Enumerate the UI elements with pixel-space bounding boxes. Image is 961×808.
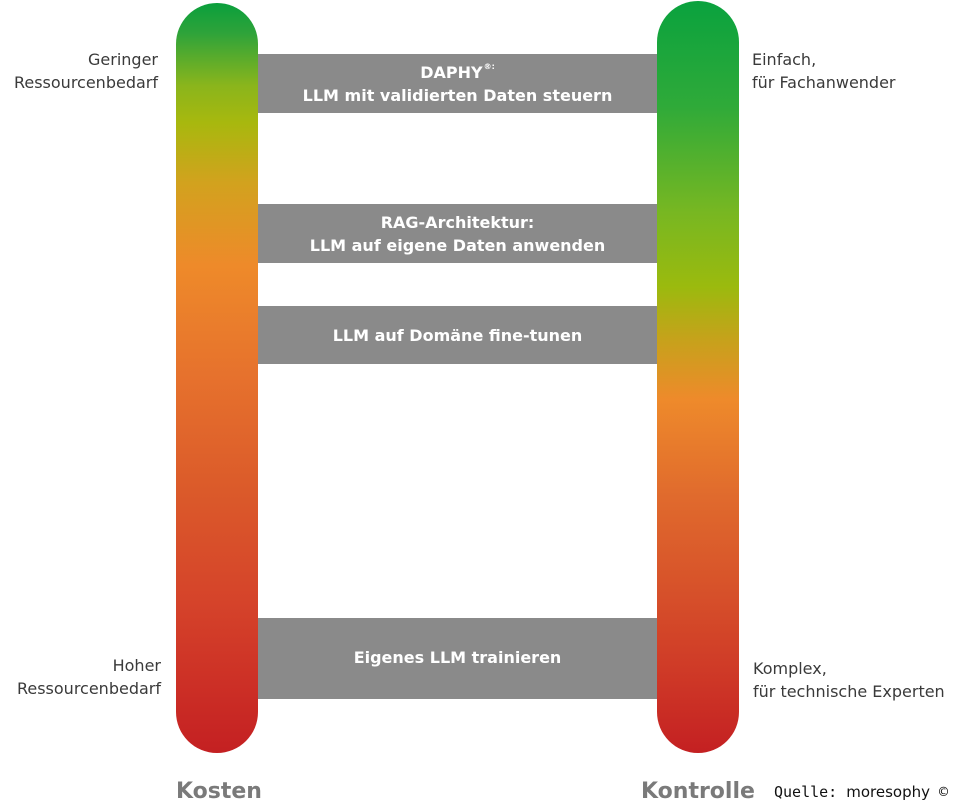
source-credit: Quelle: moresophy © — [774, 781, 948, 803]
left-top-label: Geringer Ressourcenbedarf — [14, 48, 158, 94]
right-bottom-label: Komplex, für technische Experten — [753, 657, 945, 703]
cost-axis-title: Kosten — [176, 779, 262, 804]
cost-gradient-bar — [176, 3, 258, 753]
rung-train-own: Eigenes LLM trainieren — [258, 618, 657, 699]
rung-train-own-title: Eigenes LLM trainieren — [353, 647, 562, 667]
right-bottom-label-line1: Komplex, — [753, 659, 827, 678]
right-top-label-line2: für Fachanwender — [752, 73, 896, 92]
left-top-label-line2: Ressourcenbedarf — [13, 73, 158, 92]
rung-fine-tune-title: LLM auf Domäne fine-tunen — [332, 325, 583, 345]
registered-mark: ®: — [483, 61, 495, 71]
right-top-label-line1: Einfach, — [752, 50, 817, 69]
rung-daphy-title-line: DAPHY®: — [420, 61, 495, 84]
rung-daphy-subtitle: LLM mit validierten Daten steuern — [302, 85, 613, 105]
rung-rag-subtitle: LLM auf eigene Daten anwenden — [309, 235, 606, 255]
right-top-label: Einfach, für Fachanwender — [752, 48, 896, 94]
left-bottom-label-line2: Ressourcenbedarf — [16, 679, 161, 698]
source-brand: moresophy — [846, 783, 931, 801]
left-bottom-label-line1: Hoher — [112, 656, 161, 675]
right-bottom-label-line2: für technische Experten — [753, 682, 945, 701]
left-top-label-line1: Geringer — [88, 50, 158, 69]
source-suffix: © — [930, 783, 949, 801]
source-prefix: Quelle: — [774, 783, 847, 801]
control-axis-title: Kontrolle — [641, 779, 755, 804]
rung-rag-title: RAG-Architektur: — [380, 212, 535, 232]
left-bottom-label: Hoher Ressourcenbedarf — [17, 654, 161, 700]
rung-rag: RAG-Architektur: LLM auf eigene Daten an… — [258, 204, 657, 263]
control-gradient-bar — [657, 1, 739, 753]
rung-daphy: DAPHY®: LLM mit validierten Daten steuer… — [258, 54, 657, 113]
rung-fine-tune: LLM auf Domäne fine-tunen — [258, 306, 657, 364]
rung-daphy-title: DAPHY — [420, 62, 483, 82]
